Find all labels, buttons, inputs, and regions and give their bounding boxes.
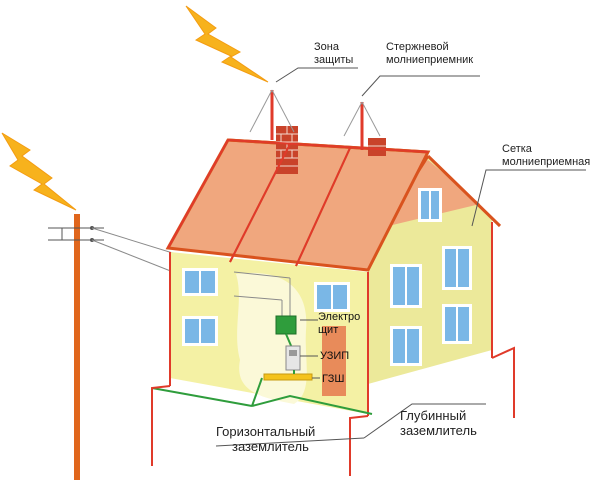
- window: [390, 264, 422, 308]
- down-conductor: [169, 222, 493, 416]
- label-main-ground-bus: ГЗШ: [322, 373, 344, 385]
- window: [182, 316, 218, 346]
- lightning-mesh: [167, 139, 429, 267]
- leader-lines: [215, 67, 586, 447]
- label-protection-zone-line2: защиты: [314, 54, 353, 66]
- protection-zone-cone: [249, 89, 381, 137]
- label-deep-ground-line1: Глубинный: [400, 408, 466, 423]
- lightning-bolt-icon: [1, 132, 77, 211]
- label-horizontal-ground-line1: Горизонтальный: [216, 424, 315, 439]
- window: [442, 304, 472, 344]
- label-surge-protector: УЗИП: [320, 350, 349, 362]
- label-panel-line2: щит: [318, 324, 338, 336]
- window: [442, 246, 472, 290]
- label-deep-ground-line2: заземлитель: [400, 423, 477, 438]
- door: [322, 326, 346, 396]
- chimney: [368, 138, 386, 156]
- label-protection-zone-line1: Зона: [314, 41, 340, 53]
- label-mesh-terminal-line1: Сетка: [502, 143, 533, 155]
- label-horizontal-ground-line2: заземлитель: [232, 439, 309, 454]
- rod-lightning-terminal: [270, 90, 364, 150]
- label-panel-line1: Электро: [318, 311, 360, 323]
- label-mesh-terminal-line2: молниеприемная: [502, 156, 590, 168]
- label-rod-terminal-line1: Стержневой: [386, 41, 449, 53]
- gable-window: [418, 188, 442, 222]
- lightning-bolt-icon: [185, 5, 269, 83]
- electrical-panel: [275, 315, 301, 371]
- utility-pole: [48, 214, 104, 480]
- window: [314, 282, 350, 312]
- window: [390, 326, 422, 366]
- ground-rod: [151, 346, 515, 476]
- horizontal-ground-conductor: [151, 377, 373, 415]
- interior-wiring: [233, 271, 291, 316]
- window: [182, 268, 218, 296]
- label-rod-terminal-line2: молниеприемник: [386, 54, 473, 66]
- main-ground-bus: [263, 370, 313, 381]
